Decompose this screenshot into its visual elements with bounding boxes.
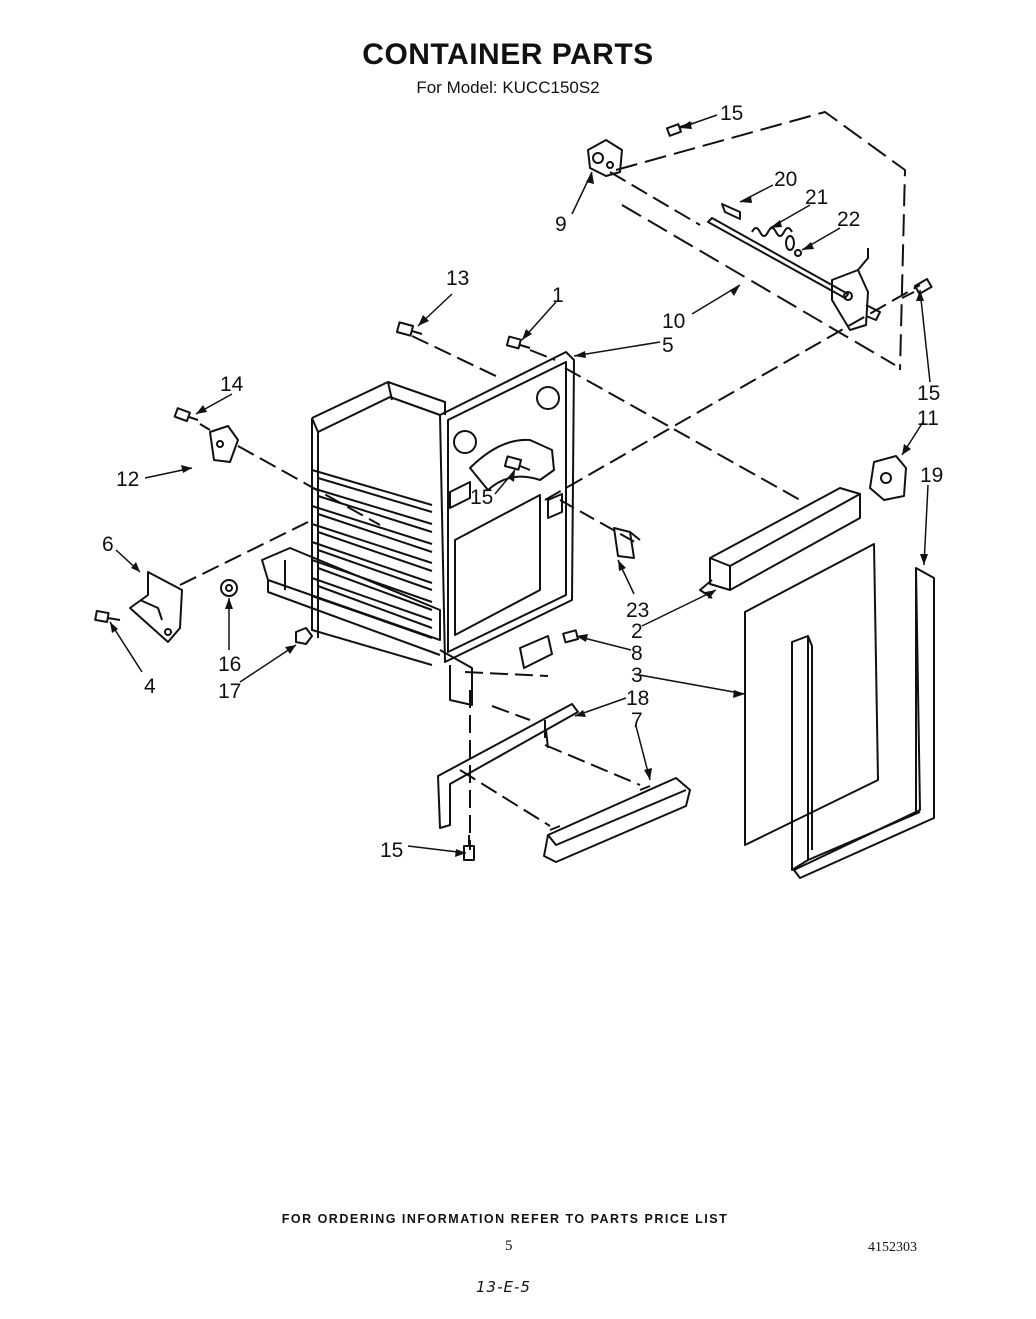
page-number: 5 — [505, 1238, 513, 1254]
part-9-hinge-bracket — [587, 139, 623, 177]
callout-15-right: 15 — [917, 382, 940, 405]
part-17-nut — [295, 627, 313, 645]
part-22-clip — [794, 249, 802, 257]
callout-21: 21 — [805, 186, 828, 209]
callout-13: 13 — [446, 267, 469, 290]
part-15-screw-middle — [503, 455, 531, 471]
callout-arrowheads — [110, 121, 928, 857]
part-13-screw — [395, 321, 423, 337]
callout-11: 11 — [917, 407, 939, 430]
callout-12: 12 — [116, 468, 139, 491]
part-7-tray-handle — [543, 777, 691, 863]
part-12-bracket — [209, 425, 239, 463]
callout-19: 19 — [920, 464, 943, 487]
part-15-screw-right — [901, 278, 933, 299]
callout-15-top: 15 — [720, 102, 743, 125]
part-18-drip-tray — [437, 703, 579, 829]
part-10-hinge-bracket — [831, 248, 881, 331]
callout-10: 10 — [662, 310, 685, 333]
part-19-door-frame — [791, 567, 935, 879]
callout-20: 20 — [774, 168, 797, 191]
ordering-note: FOR ORDERING INFORMATION REFER TO PARTS … — [281, 1212, 729, 1226]
hinge-assembly-outline — [615, 111, 906, 371]
callout-15-bottom: 15 — [380, 839, 403, 862]
part-21-spring — [751, 227, 795, 251]
part-6-bracket — [129, 571, 183, 643]
callout-5: 5 — [662, 334, 674, 357]
part-14-screw — [173, 407, 199, 423]
part-23-clip — [613, 527, 641, 559]
model-subtitle: For Model: KUCC150S2 — [416, 78, 600, 97]
container-body — [311, 381, 446, 666]
left-alignment-lines — [179, 423, 381, 586]
callout-17: 17 — [218, 680, 241, 703]
part-2-rail — [699, 487, 861, 599]
callout-4: 4 — [144, 675, 156, 698]
screw-alignment-lines — [411, 171, 921, 850]
callout-2: 2 — [631, 620, 643, 643]
callout-16: 16 — [218, 653, 241, 676]
part-1-screw — [505, 335, 531, 350]
bottom-support-bracket — [261, 547, 473, 706]
callout-22: 22 — [837, 208, 860, 231]
callout-23: 23 — [626, 599, 649, 622]
page-title: CONTAINER PARTS — [362, 38, 654, 71]
part-23-alignment — [559, 499, 641, 546]
part-4-screw — [94, 610, 121, 623]
callout-8: 8 — [631, 642, 643, 665]
document-number: 4152303 — [868, 1240, 917, 1255]
part-3-glass-panel — [744, 543, 879, 846]
part-16-grommet — [220, 579, 238, 597]
handwritten-code: 13-E-5 — [476, 1278, 531, 1296]
part-8-screw — [519, 629, 580, 669]
callout-14: 14 — [220, 373, 244, 396]
part-11-hinge-block — [869, 455, 907, 501]
callout-3: 3 — [631, 664, 643, 687]
tray-alignment-lines — [459, 671, 641, 827]
part-5-front-panel — [439, 351, 575, 663]
part-20-hinge-pin — [707, 203, 849, 299]
callout-6: 6 — [102, 533, 114, 556]
callout-9: 9 — [555, 213, 567, 236]
callout-15-middle: 15 — [470, 486, 493, 509]
callout-7: 7 — [631, 709, 643, 732]
callout-18: 18 — [626, 687, 649, 710]
callout-1: 1 — [552, 284, 564, 307]
